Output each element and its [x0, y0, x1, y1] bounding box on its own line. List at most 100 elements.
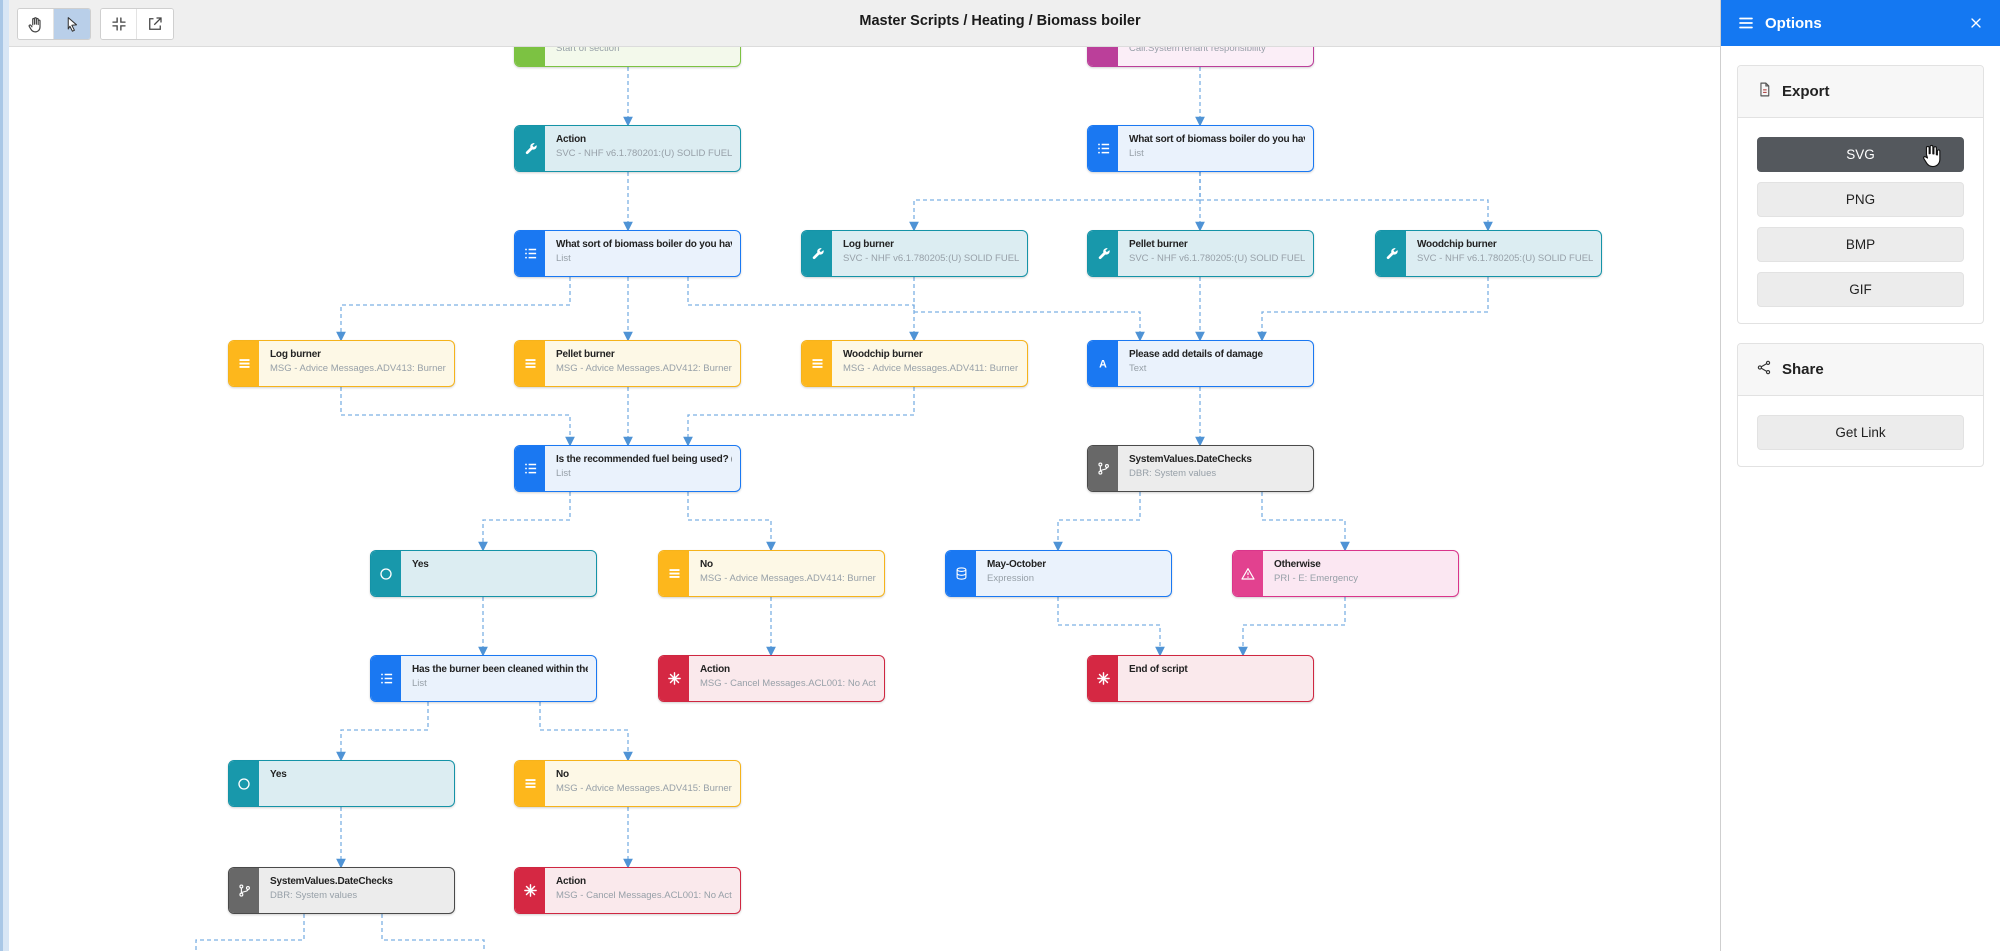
node-title: Woodchip burner: [1417, 239, 1497, 250]
close-icon[interactable]: [1968, 15, 1984, 31]
open-external-button[interactable]: [137, 9, 173, 39]
node-title: What sort of biomass boiler do you have?: [1129, 134, 1305, 145]
node-title: SystemValues.DateChecks: [270, 876, 393, 887]
menu-icon[interactable]: [1737, 14, 1755, 32]
list-icon: [371, 656, 401, 701]
node-subtitle: Text: [1129, 363, 1147, 374]
file-export-icon: [1756, 81, 1773, 102]
node-subtitle: List: [556, 253, 571, 264]
menu-lines-icon: [515, 761, 545, 806]
node-subtitle: MSG - Advice Messages.ADV413: Burner ...: [270, 363, 446, 374]
node-yes-2[interactable]: Yes: [228, 760, 455, 807]
select-tool-button[interactable]: [54, 9, 90, 39]
left-scroll-strip[interactable]: [0, 0, 9, 951]
node-title: Woodchip burner: [843, 349, 923, 360]
share-section: Share Get Link: [1737, 343, 1984, 467]
node-title: Otherwise: [1274, 559, 1321, 570]
node-subtitle: PRI - E: Emergency: [1274, 573, 1358, 584]
text-a-icon: A: [1088, 341, 1118, 386]
node-subtitle: DBR: System values: [1129, 468, 1217, 479]
database-icon: [946, 551, 976, 596]
node-title: SystemValues.DateChecks: [1129, 454, 1252, 465]
node-title: Please add details of damage: [1129, 349, 1263, 360]
circle-icon: [371, 551, 401, 596]
asterisk-icon: [659, 656, 689, 701]
tool-group-select: [17, 8, 91, 40]
list-icon: [515, 446, 545, 491]
node-title: Action: [700, 664, 730, 675]
node-title: No: [700, 559, 713, 570]
node-what-sort-of-boiler-2[interactable]: What sort of biomass boiler do you have?…: [514, 230, 741, 277]
circle-icon: [229, 761, 259, 806]
warning-icon: [1233, 551, 1263, 596]
node-subtitle: Expression: [987, 573, 1034, 584]
node-title: End of script: [1129, 664, 1188, 675]
node-title: Log burner: [843, 239, 894, 250]
gif-button[interactable]: GIF: [1757, 272, 1964, 307]
node-title: May-October: [987, 559, 1046, 570]
list-icon: [515, 231, 545, 276]
node-title: Pellet burner: [1129, 239, 1188, 250]
connector-lines: [195, 67, 1493, 951]
options-panel-title: Options: [1765, 14, 1822, 32]
wrench-icon: [802, 231, 832, 276]
menu-lines-icon: [515, 341, 545, 386]
asterisk-icon: [515, 868, 545, 913]
node-title: Yes: [412, 559, 429, 570]
svg-text:A: A: [1099, 358, 1107, 370]
node-subtitle: SVC - NHF v6.1.780205:(U) SOLID FUEL ...: [1129, 253, 1305, 264]
pan-tool-button[interactable]: [18, 9, 54, 39]
node-title: Log burner: [270, 349, 321, 360]
node-subtitle: List: [412, 678, 427, 689]
node-end-of-script[interactable]: End of script: [1087, 655, 1314, 702]
node-burner-cleaned-list[interactable]: Has the burner been cleaned within the l…: [370, 655, 597, 702]
wrench-icon: [1376, 231, 1406, 276]
share-icon: [1756, 359, 1773, 380]
node-subtitle: SVC - NHF v6.1.780201:(U) SOLID FUEL ...: [556, 148, 732, 159]
fit-view-button[interactable]: [101, 9, 137, 39]
menu-lines-icon: [802, 341, 832, 386]
top-toolbar: [0, 0, 1720, 47]
node-subtitle: MSG - Advice Messages.ADV414: Burner ...: [700, 573, 876, 584]
node-title: Has the burner been cleaned within the l…: [412, 664, 588, 675]
node-what-sort-of-boiler-1[interactable]: What sort of biomass boiler do you have?…: [1087, 125, 1314, 172]
node-subtitle: DBR: System values: [270, 890, 358, 901]
node-yes-1[interactable]: Yes: [370, 550, 597, 597]
list-icon: [1088, 126, 1118, 171]
node-subtitle: Call:SystemTenant responsibility: [1129, 43, 1266, 54]
get-link-button[interactable]: Get Link: [1757, 415, 1964, 450]
node-subtitle: MSG - Cancel Messages.ACL001: No Action: [556, 890, 732, 901]
node-subtitle: MSG - Cancel Messages.ACL001: No Action: [700, 678, 876, 689]
node-subtitle: SVC - NHF v6.1.780205:(U) SOLID FUEL ...: [1417, 253, 1593, 264]
svg-button[interactable]: SVG: [1757, 137, 1964, 172]
node-recommended-fuel-list[interactable]: Is the recommended fuel being used? (...…: [514, 445, 741, 492]
node-title: Action: [556, 876, 586, 887]
node-subtitle: List: [556, 468, 571, 479]
node-subtitle: MSG - Advice Messages.ADV411: Burner ...: [843, 363, 1019, 374]
branch-icon: [1088, 446, 1118, 491]
png-button[interactable]: PNG: [1757, 182, 1964, 217]
asterisk-icon: [1088, 656, 1118, 701]
bmp-button[interactable]: BMP: [1757, 227, 1964, 262]
tool-group-view: [100, 8, 174, 40]
node-subtitle: List: [1129, 148, 1144, 159]
